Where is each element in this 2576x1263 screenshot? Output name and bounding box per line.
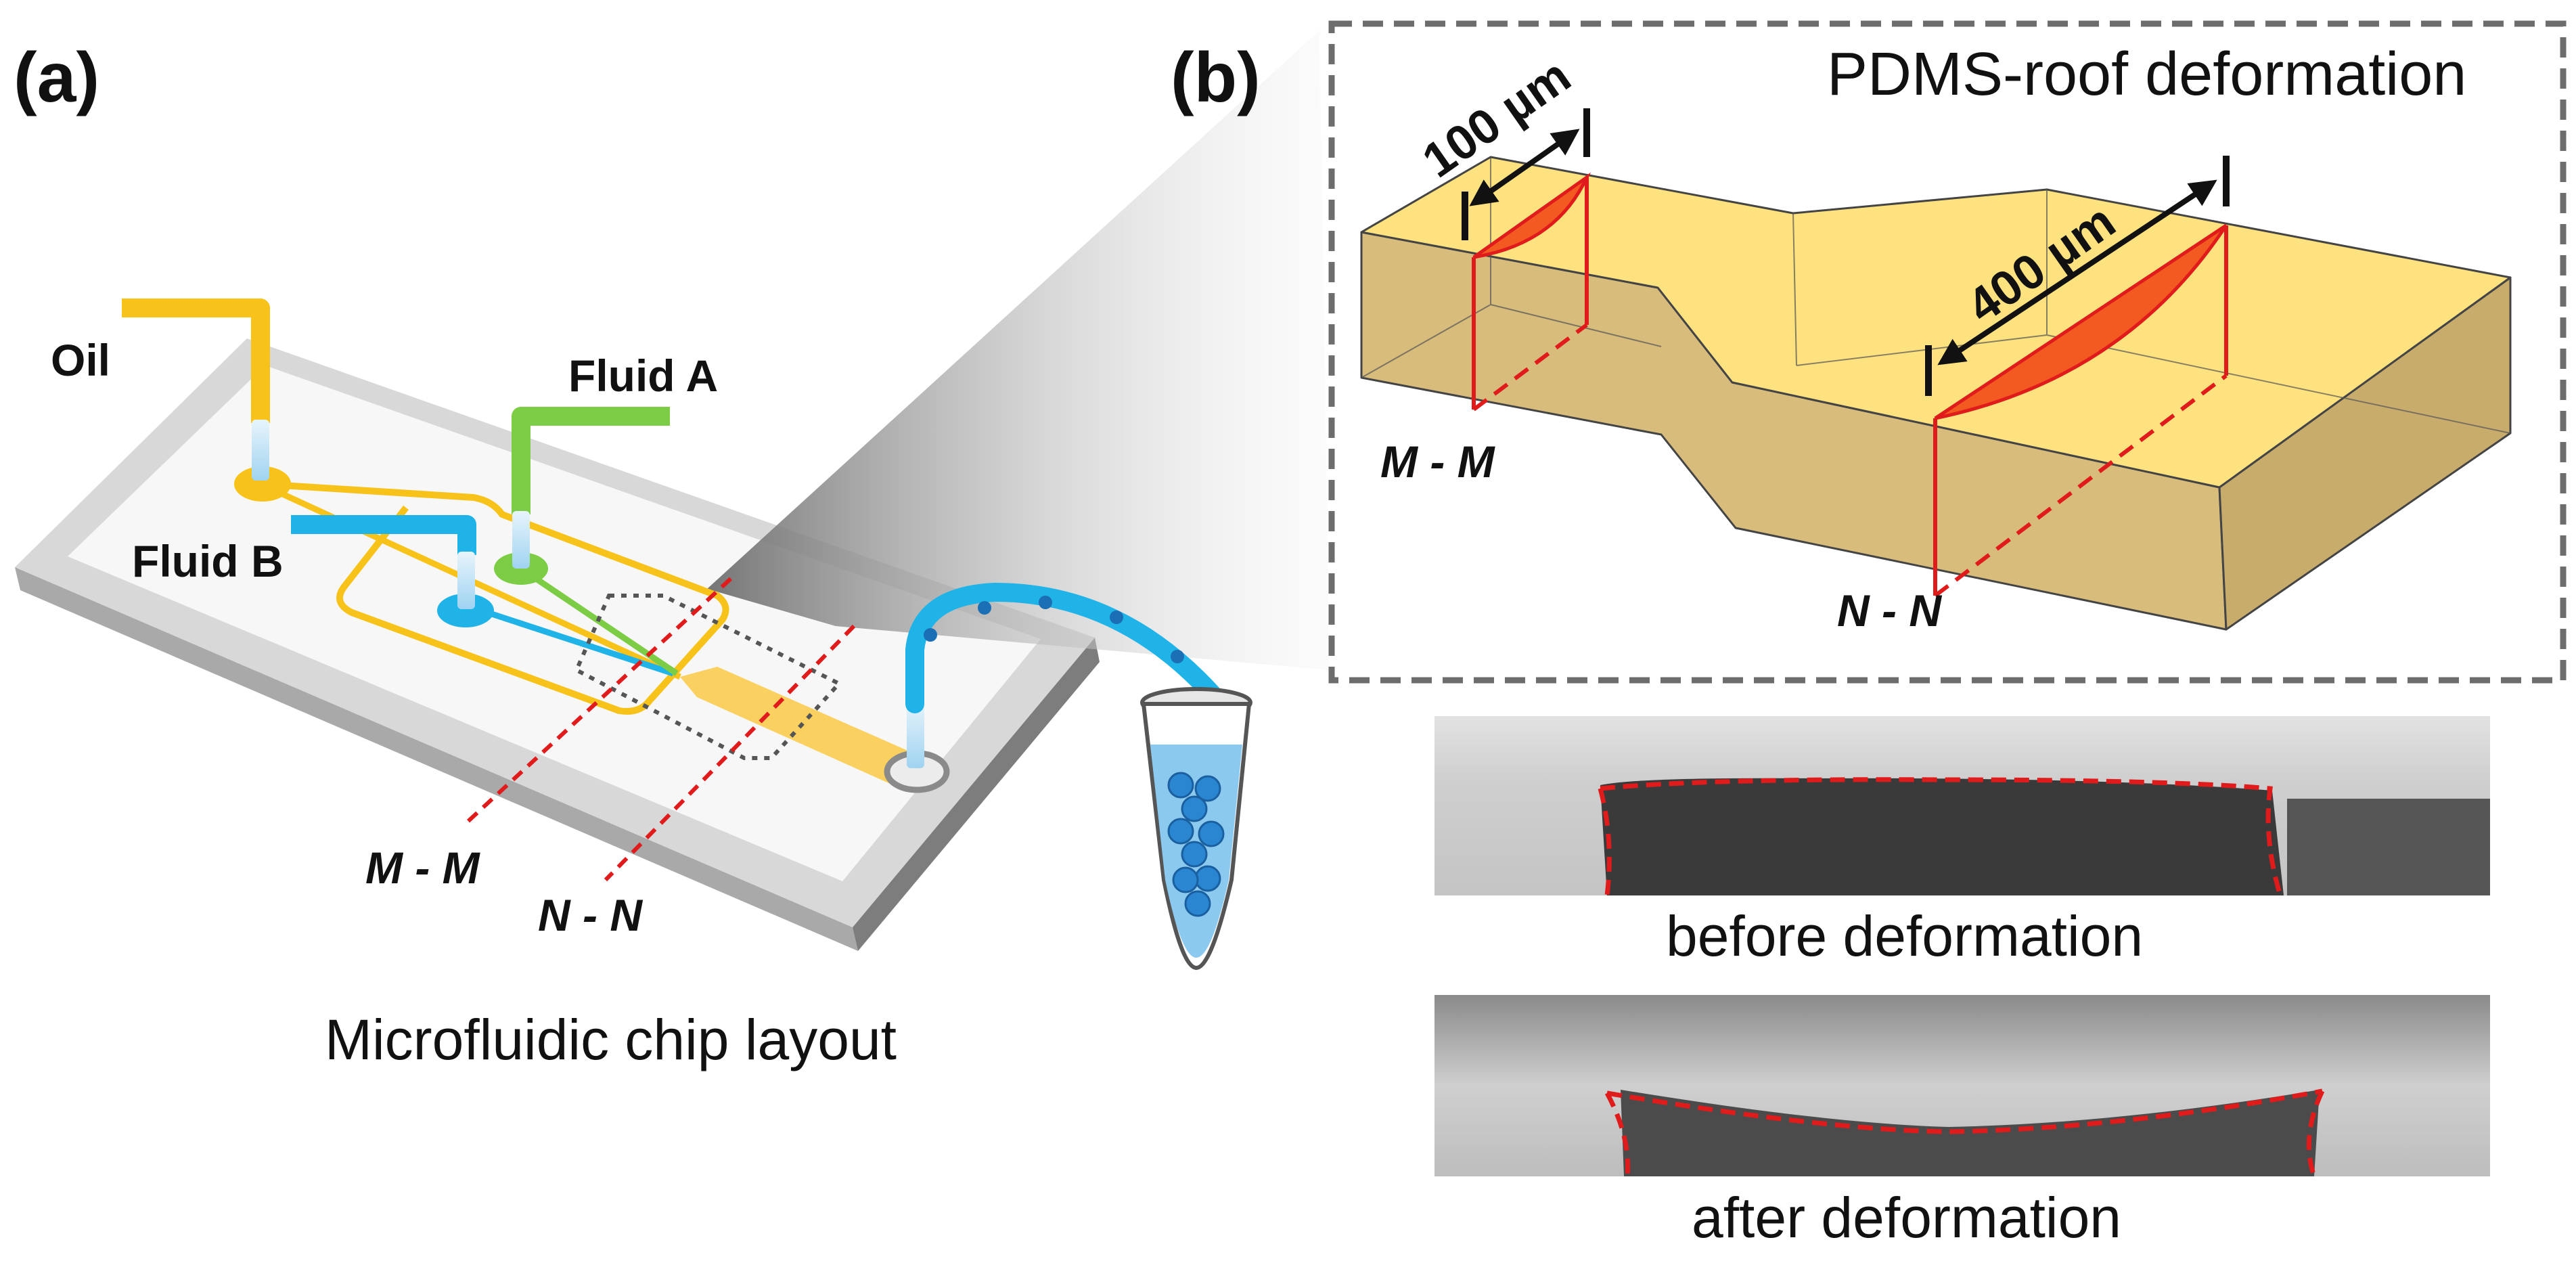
zoom-projection bbox=[707, 30, 1330, 670]
panel-b-label: (b) bbox=[1171, 39, 1261, 117]
collected-droplets bbox=[1167, 772, 1225, 917]
section-n-label: N - N bbox=[538, 890, 643, 940]
fluid-a-label: Fluid A bbox=[568, 351, 718, 401]
panel-a-label: (a) bbox=[14, 39, 99, 117]
panel-b: (b) PDMS-roof deformation bbox=[1171, 20, 2567, 1249]
fluid-a-needle bbox=[512, 511, 530, 569]
oil-needle bbox=[252, 420, 269, 481]
fluid-a-tube bbox=[512, 407, 670, 514]
micrograph-after-caption: after deformation bbox=[1692, 1186, 2121, 1249]
outlet-needle bbox=[907, 701, 924, 768]
dimension-markers bbox=[1462, 108, 2230, 396]
oil-inlet-port bbox=[234, 466, 291, 502]
micrograph-after bbox=[1434, 995, 2490, 1178]
oil-tube bbox=[122, 298, 270, 423]
oil-label: Oil bbox=[51, 335, 110, 385]
zoom-frame bbox=[1328, 20, 2567, 684]
zoom-box bbox=[574, 594, 842, 760]
tube-droplets bbox=[924, 596, 1184, 663]
section-line-n bbox=[604, 624, 856, 882]
fluid-b-label: Fluid B bbox=[132, 536, 284, 586]
fluid-b-needle bbox=[457, 552, 475, 609]
oil-channel-loop bbox=[260, 481, 729, 715]
micrograph-before-caption: before deformation bbox=[1666, 904, 2143, 968]
fluid-b-tube bbox=[291, 515, 476, 555]
section-m-label: M - M bbox=[365, 843, 481, 893]
section-n-label-3d: N - N bbox=[1837, 585, 1942, 636]
section-lines-3d bbox=[1472, 177, 2228, 598]
micrograph-before bbox=[1434, 716, 2490, 897]
section-m-label-3d: M - M bbox=[1380, 437, 1496, 487]
deformation-title: PDMS-roof deformation bbox=[1827, 41, 2466, 108]
collection-tube bbox=[1140, 687, 1252, 971]
panel-a-caption: Microfluidic chip layout bbox=[325, 1008, 897, 1071]
outlet-tube bbox=[905, 582, 1227, 713]
panel-a: (a) bbox=[14, 30, 1330, 1071]
fluid-b-inlet-port bbox=[437, 594, 494, 627]
